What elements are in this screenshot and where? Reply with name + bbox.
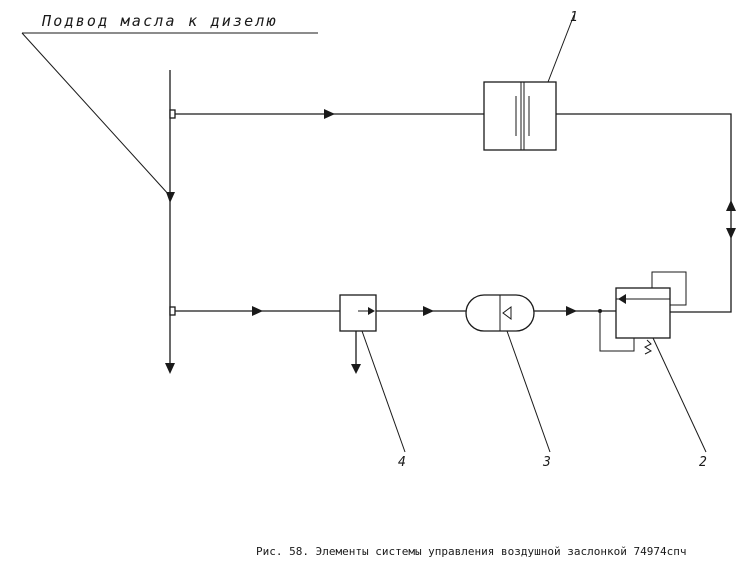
header-leader [21, 32, 171, 197]
callout-2-label: 2 [699, 455, 707, 470]
bottom-line-arrow-3 [566, 306, 577, 316]
header-label: Подвод масла к дизелю [41, 12, 278, 30]
cylinder-element-1 [483, 81, 557, 151]
right-return-line [556, 113, 732, 313]
callout-4-leader [361, 330, 406, 453]
callout-1-leader [547, 14, 575, 83]
tap-top [169, 109, 176, 119]
callout-3-label: 3 [542, 455, 551, 470]
callout-1-label: 1 [570, 10, 578, 25]
top-line-arrow [324, 109, 335, 119]
callout-2-leader [652, 337, 707, 453]
return-arrow-up [726, 200, 736, 211]
callout-4-label: 4 [398, 455, 406, 470]
tap-bottom [169, 306, 176, 316]
figure-caption: Рис. 58. Элементы системы управления воз… [256, 545, 686, 558]
valve-element-2 [598, 271, 687, 355]
bottom-line-arrow-2 [423, 306, 434, 316]
main-line-arrow [165, 363, 175, 374]
accumulator-element-3 [465, 294, 535, 332]
bottom-line-arrow-1 [252, 306, 263, 316]
callout-3-leader [506, 330, 551, 453]
return-arrow-down [726, 228, 736, 239]
filter-element-4 [339, 294, 377, 374]
